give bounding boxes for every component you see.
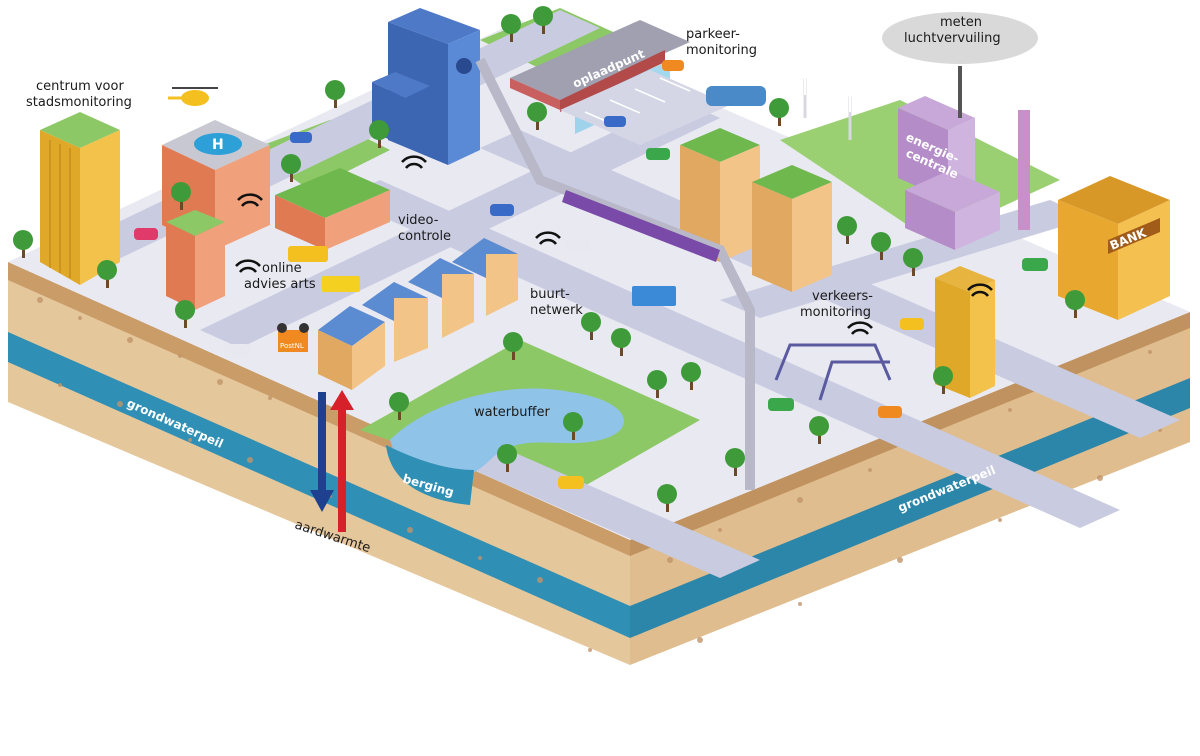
label-waterbuffer: waterbuffer [474, 405, 550, 420]
label-video-1: video- [398, 213, 439, 228]
groundwater-band-right [630, 378, 1190, 638]
oplaadpunt-sign [560, 50, 665, 112]
car [290, 132, 312, 143]
apartment-towers [680, 128, 832, 292]
berging-storage [386, 445, 474, 505]
label-postnl: PostNL [280, 342, 304, 350]
car [1022, 258, 1048, 271]
helipad-icon [194, 133, 242, 155]
traffic-gantry [774, 343, 892, 401]
svg-text:H: H [212, 137, 224, 153]
label-verkeers-1: verkeers- [812, 289, 873, 304]
truck [322, 276, 360, 292]
label-meten-1: meten [940, 15, 982, 30]
label-buurt-1: buurt- [530, 287, 570, 302]
solar-houses [318, 238, 518, 390]
car [490, 204, 514, 216]
police-logo-icon [456, 58, 472, 74]
tanker [706, 86, 766, 106]
label-online-1: online [262, 261, 302, 276]
monitoring-tower [40, 112, 120, 285]
trees [13, 6, 1085, 512]
metro-train [562, 190, 720, 262]
car [224, 344, 250, 358]
aardwarmte-arrows [310, 390, 354, 532]
truck [632, 286, 676, 306]
vehicles [134, 60, 1048, 489]
label-parkeer-2: monitoring [686, 43, 757, 58]
helicopter-icon [168, 87, 218, 106]
wifi-icon [235, 155, 993, 335]
label-verkeers-2: monitoring [800, 305, 871, 320]
bus [288, 246, 328, 262]
label-buurt-2: netwerk [530, 303, 583, 318]
car [768, 398, 794, 411]
car [646, 148, 670, 160]
metro-line [475, 57, 755, 490]
car [558, 476, 584, 489]
arrow-down-icon [310, 490, 334, 512]
label-video-2: controle [398, 229, 451, 244]
car [662, 60, 684, 71]
label-online-2: advies arts [244, 277, 316, 292]
small-building-left [166, 210, 225, 310]
car [134, 228, 158, 240]
car [878, 406, 902, 418]
label-centrum-2: stadsmonitoring [26, 95, 132, 110]
green-roof-block [275, 168, 390, 250]
air-pollution-cloud [882, 12, 1038, 64]
car [900, 318, 924, 330]
bank-building [1058, 176, 1170, 320]
label-meten-2: luchtvervuiling [904, 31, 1001, 46]
label-parkeer-1: parkeer- [686, 27, 740, 42]
waterbuffer [386, 388, 624, 505]
wind-turbine-icon [789, 69, 866, 140]
energy-plant [898, 66, 1030, 250]
car [604, 116, 626, 127]
label-centrum-1: centrum voor [36, 79, 124, 94]
drone-icon [277, 323, 309, 352]
car [566, 240, 590, 252]
arrow-up-icon [330, 390, 354, 410]
